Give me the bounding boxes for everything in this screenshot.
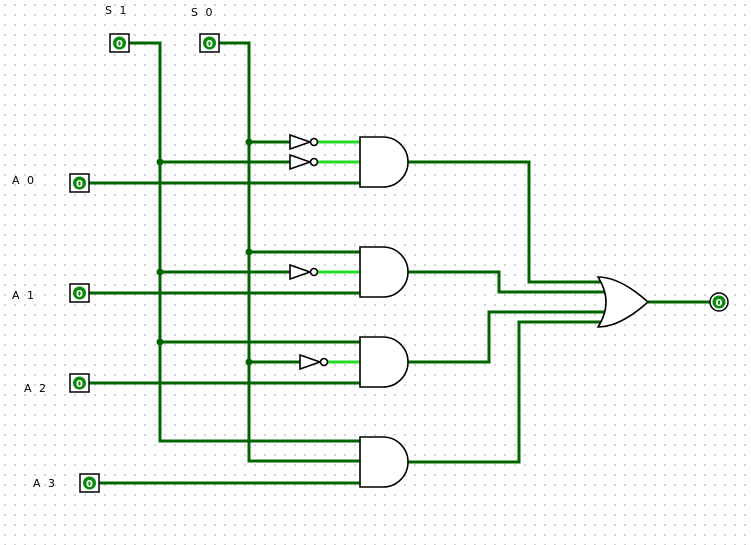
and-gate-3[interactable] [359,336,409,388]
junction-dot [245,358,253,366]
label-s0: S 0 [191,6,214,19]
wire-and4-or [406,320,604,464]
not-gate-3[interactable] [289,263,319,281]
input-pin-s0[interactable]: 0 [199,33,220,53]
junction-dot [156,338,164,346]
label-a1: A 1 [12,289,36,302]
wire-and3-or [406,310,608,364]
wire-s1 [128,41,362,443]
and-gate-4[interactable] [359,436,409,488]
input-pin-a2[interactable]: 0 [69,373,90,393]
not-gate-1[interactable] [289,133,319,151]
input-pin-a3[interactable]: 0 [79,473,100,493]
label-a2: A 2 [24,382,48,395]
wire-and2-or [406,270,608,294]
label-s1: S 1 [105,4,128,17]
and-gate-2[interactable] [359,246,409,298]
wires [88,41,712,485]
junction-dot [245,138,253,146]
or-gate[interactable] [596,276,650,328]
label-a0: A 0 [12,174,36,187]
svg-text:0: 0 [76,289,83,300]
and-gate-1[interactable] [359,136,409,188]
junction-dot [156,268,164,276]
not-gate-4[interactable] [299,353,329,371]
svg-text:0: 0 [76,379,83,390]
svg-text:0: 0 [116,39,123,50]
junction-dot [245,248,253,256]
output-pin: 0 [709,292,729,312]
svg-text:0: 0 [86,479,93,490]
svg-text:0: 0 [76,179,83,190]
input-pin-a1[interactable]: 0 [69,283,90,303]
input-pin-s1[interactable]: 0 [109,33,130,53]
svg-text:0: 0 [716,298,723,309]
input-pin-a0[interactable]: 0 [69,173,90,193]
junctions [156,138,253,366]
svg-text:0: 0 [206,39,213,50]
junction-dot [156,158,164,166]
not-gate-2[interactable] [289,153,319,171]
wire-and1-or [406,160,604,284]
label-a3: A 3 [33,477,57,490]
